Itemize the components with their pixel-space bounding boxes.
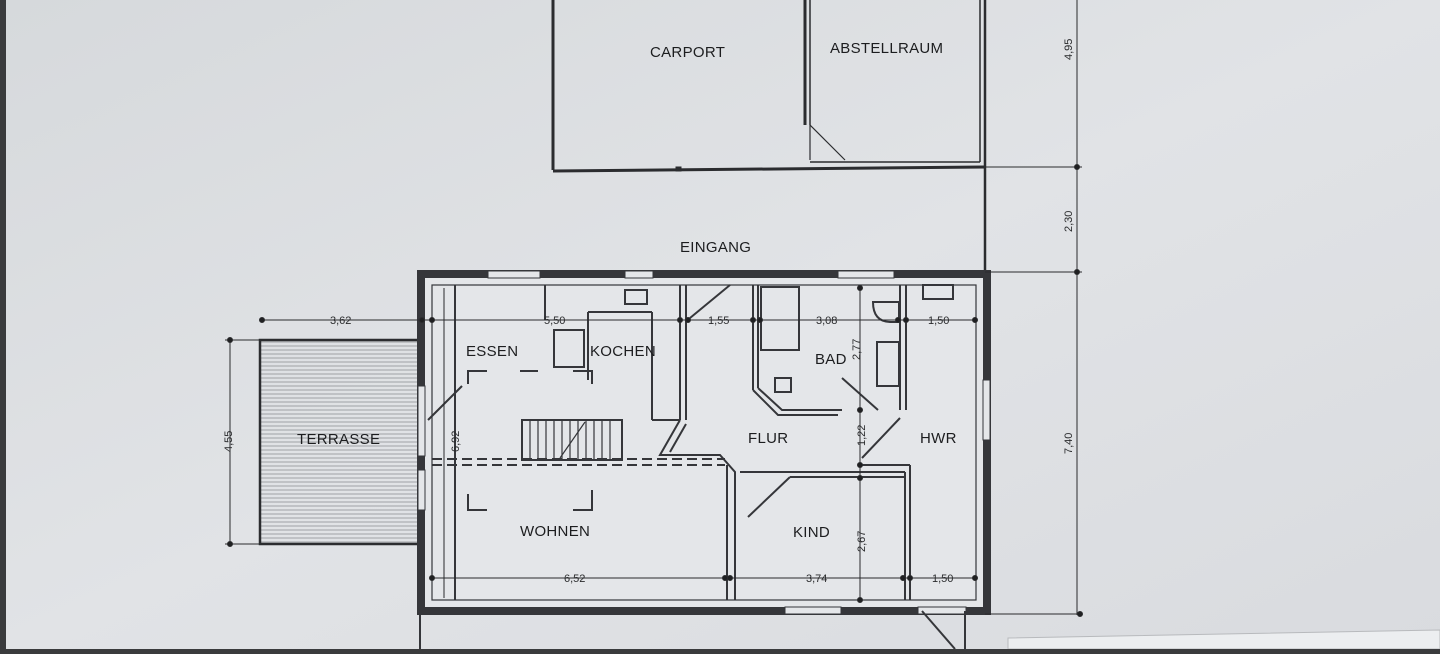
- room-label-carport: CARPORT: [650, 44, 725, 61]
- dim-essen-wohnen-depth: 6,92: [450, 431, 462, 452]
- dim-hwr-width-bottom: 1,50: [932, 573, 953, 585]
- dim-kind-depth: 2,67: [856, 531, 868, 552]
- dim-terrace-depth: 4,55: [223, 431, 235, 452]
- dim-house-depth: 7,40: [1063, 433, 1075, 454]
- carport-block: [551, 0, 987, 272]
- terrace: [258, 338, 422, 546]
- dim-essen-kochen-width: 5,50: [544, 315, 565, 327]
- dim-entrance-gap: 2,30: [1063, 211, 1075, 232]
- dim-wohnen-width: 6,52: [564, 573, 585, 585]
- room-label-essen: ESSEN: [466, 343, 518, 360]
- room-label-kind: KIND: [793, 524, 830, 541]
- dim-terrace-width: 3,62: [330, 315, 351, 327]
- dim-hwr-width-top: 1,50: [928, 315, 949, 327]
- room-label-wohnen: WOHNEN: [520, 523, 590, 540]
- dim-bad-width: 3,08: [816, 315, 837, 327]
- room-label-terrasse: TERRASSE: [297, 431, 380, 448]
- room-label-abstellraum: ABSTELLRAUM: [830, 40, 943, 57]
- dim-flur-width-top: 1,55: [708, 315, 729, 327]
- house-outer-walls: [417, 270, 991, 615]
- dim-kind-width: 3,74: [806, 573, 827, 585]
- room-label-flur: FLUR: [748, 430, 788, 447]
- room-label-kochen: KOCHEN: [590, 343, 656, 360]
- second-sheet-edge: [1007, 629, 1440, 650]
- dim-flur-depth: 1,22: [856, 425, 868, 446]
- room-label-hwr: HWR: [920, 430, 957, 447]
- dim-bad-depth: 2,77: [851, 339, 863, 360]
- dimension-lines: [225, 0, 1083, 617]
- dim-carport-depth: 4,95: [1063, 39, 1075, 60]
- room-label-eingang: EINGANG: [680, 239, 751, 256]
- room-label-bad: BAD: [815, 351, 847, 368]
